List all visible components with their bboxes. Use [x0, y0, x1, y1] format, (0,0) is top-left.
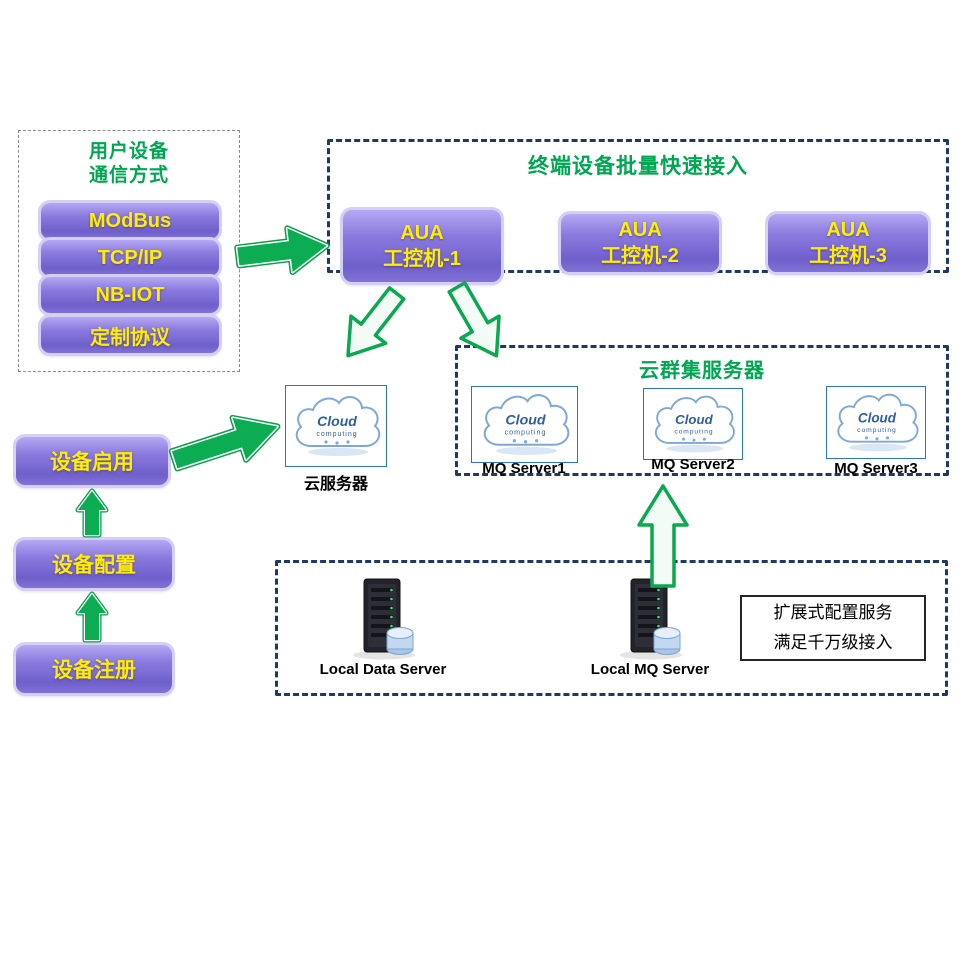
aua-node-2-line2: 工控机-2: [601, 245, 679, 267]
arrow-aua1-to-cluster: [447, 281, 501, 358]
scaling-note-box: 扩展式配置服务 满足千万级接入: [740, 595, 926, 661]
aua-node-1-line1: AUA: [400, 222, 444, 244]
protocol-custom: 定制协议: [41, 317, 219, 353]
cloud-cluster-panel: 云群集服务器 Cloud computing MQ Server1 Cloud …: [455, 345, 949, 477]
aua-node-2: AUA 工控机-2: [561, 214, 719, 272]
terminal-panel-title: 终端设备批量快速接入: [528, 155, 748, 178]
mq-server1-cloud-icon: Cloud computing: [471, 386, 578, 463]
cloud-title: Cloud: [317, 413, 357, 429]
cloud-subtitle: computing: [316, 431, 357, 438]
arrow-register-to-configure: [75, 591, 109, 643]
local-mq-server-icon: [615, 577, 685, 661]
protocol-nbiot: NB-IOT: [41, 277, 219, 313]
protocol-modbus: MOdBus: [41, 203, 219, 239]
mq-server3-cloud-icon: Cloud computing: [826, 386, 926, 459]
scaling-note-line2: 满足千万级接入: [773, 633, 893, 652]
mq-server2-cloud-icon: Cloud computing: [643, 388, 743, 460]
device-enable-node: 设备启用: [16, 437, 168, 485]
aua-node-3-line1: AUA: [826, 219, 870, 241]
mq-server1-label: MQ Server1: [482, 460, 566, 477]
arrow-protocols-to-terminal: [234, 225, 330, 275]
mq-server2-label: MQ Server2: [651, 456, 735, 473]
cluster-panel-title: 云群集服务器: [639, 360, 765, 382]
device-register-node: 设备注册: [16, 645, 172, 693]
local-servers-panel: Local Data Server Local MQ: [275, 560, 948, 696]
protocol-tcpip: TCP/IP: [41, 240, 219, 276]
aua-node-1-line2: 工控机-1: [383, 248, 461, 270]
local-mq-server-label: Local MQ Server: [590, 661, 710, 678]
local-data-server-label: Local Data Server: [319, 661, 447, 678]
arrow-configure-to-enable: [75, 488, 109, 538]
cloud-title: Cloud: [858, 411, 897, 426]
aua-node-3-line2: 工控机-3: [809, 245, 887, 267]
cloud-title: Cloud: [675, 412, 713, 427]
user-device-title-line2: 通信方式: [88, 164, 169, 186]
cloud-subtitle: computing: [674, 428, 713, 435]
user-device-panel-title: 用户设备 通信方式: [19, 140, 239, 188]
arrow-enable-to-cloud-server: [168, 414, 281, 472]
aua-node-1: AUA 工控机-1: [343, 210, 501, 282]
cloud-subtitle: computing: [857, 427, 897, 434]
cloud-subtitle: computing: [505, 429, 547, 437]
aua-node-3: AUA 工控机-3: [768, 214, 928, 272]
mq-server3-label: MQ Server3: [834, 460, 918, 477]
arrow-local-mq-to-mq-server2: [637, 484, 689, 588]
user-device-panel: 用户设备 通信方式 MOdBus TCP/IP NB-IOT 定制协议: [18, 130, 240, 372]
cloud-server-icon: Cloud computing: [285, 385, 387, 467]
arrow-aua1-to-cloud-server: [346, 286, 406, 358]
cloud-title: Cloud: [505, 413, 545, 429]
cloud-server-label: 云服务器: [303, 476, 368, 493]
device-configure-node: 设备配置: [16, 540, 172, 588]
scaling-note-line1: 扩展式配置服务: [773, 603, 893, 623]
local-data-server-icon: [348, 577, 418, 661]
terminal-access-panel: 终端设备批量快速接入 AUA 工控机-1 AUA 工控机-2 AUA 工控机-3: [327, 139, 949, 282]
aua-node-2-line1: AUA: [618, 219, 662, 241]
user-device-title-line1: 用户设备: [88, 141, 169, 162]
